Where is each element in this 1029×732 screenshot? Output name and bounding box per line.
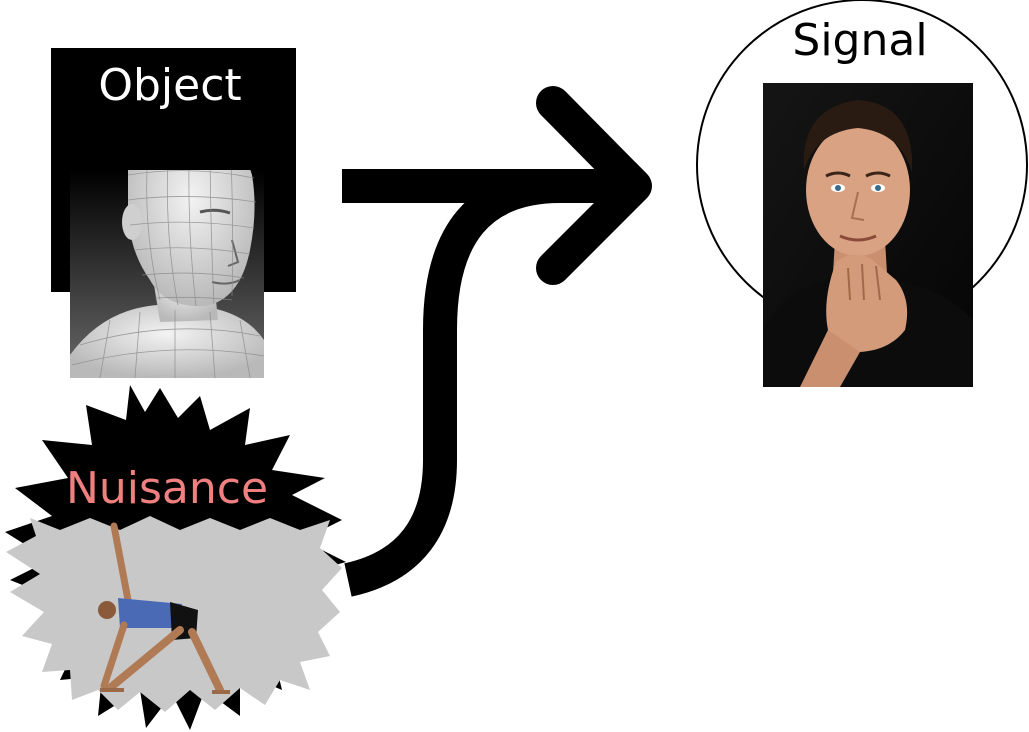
object-node: Object: [51, 48, 296, 378]
nuisance-node: Nuisance: [5, 385, 346, 730]
arrows: [342, 86, 652, 597]
nuisance-to-signal-arrow: [343, 169, 640, 597]
nuisance-image: [98, 522, 230, 694]
object-label: Object: [98, 60, 241, 111]
arrowhead: [536, 86, 652, 285]
object-image: [70, 170, 264, 378]
nuisance-label: Nuisance: [66, 463, 268, 514]
signal-label: Signal: [792, 15, 927, 66]
signal-node: Signal: [696, 0, 1028, 387]
signal-image: [763, 83, 973, 387]
